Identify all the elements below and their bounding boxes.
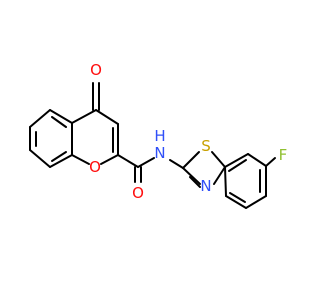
- atom-labels: O O O N H S N F: [89, 61, 287, 202]
- amide-hydrogen-label: H: [154, 127, 165, 145]
- thiazole-nitrogen-label: N: [200, 177, 211, 195]
- ring-oxygen-label: O: [89, 158, 101, 176]
- molecule-structure: O O O N H S N F: [29, 61, 287, 209]
- chromone-pyranone-ring: [71, 82, 119, 165]
- thiazole-ring: [182, 151, 226, 188]
- benzothiazole-benzo-ring: [224, 153, 276, 209]
- chromone-benzo-ring: [29, 109, 73, 168]
- amide-oxygen-label: O: [132, 184, 144, 202]
- fluorine-label: F: [279, 146, 288, 164]
- molecule-canvas: O O O N H S N F: [29, 61, 287, 209]
- ketone-oxygen-label: O: [90, 61, 102, 79]
- amide-linker: [117, 154, 184, 183]
- amide-nitrogen-label: N: [154, 144, 165, 162]
- thiazole-sulfur-label: S: [201, 137, 211, 155]
